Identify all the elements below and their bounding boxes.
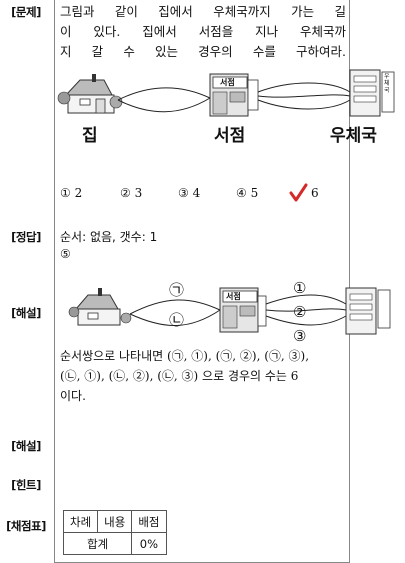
post-office-illustration-2 — [345, 287, 391, 335]
bookstore-sign: 서점 — [220, 78, 235, 87]
check-icon — [289, 183, 308, 202]
scoring-label: [채점표] — [6, 519, 46, 533]
bookstore-illustration — [209, 73, 259, 117]
explanation-text: 순서쌍으로 나타내면 (㉠, ①), (㉠, ②), (㉠, ③), (㉡, ①… — [60, 346, 346, 406]
hint-label: [힌트] — [11, 478, 41, 492]
home-caption: 집 — [82, 126, 98, 146]
post-office-sign: 우체국 — [384, 73, 390, 94]
path-label-1: ① — [293, 279, 307, 297]
path-label-3: ③ — [293, 327, 307, 345]
explanation-line-1: 순서쌍으로 나타내면 (㉠, ①), (㉠, ②), (㉠, ③), — [60, 349, 310, 363]
post-office-caption: 우체국 — [330, 126, 377, 146]
answer-label: [정답] — [11, 230, 41, 244]
question-line-1: 그림과 같이 집에서 우체국까지 가는 길 — [60, 4, 346, 19]
scoring-table: 차례 내용 배점 합계 0% — [62, 510, 167, 555]
total-value: 0% — [131, 532, 167, 555]
post-office-illustration — [349, 69, 395, 117]
choice-2[interactable]: ② 3 — [120, 186, 143, 200]
explanation-label: [해설] — [11, 306, 41, 320]
choice-4[interactable]: ④ 5 — [236, 186, 259, 200]
table-row: 합계 0% — [62, 532, 167, 555]
question-line-2: 이 있다. 집에서 서점을 지나 우체국까 — [60, 24, 346, 39]
bookstore-illustration-2 — [219, 287, 267, 333]
header-order: 차례 — [62, 510, 99, 533]
header-points: 배점 — [131, 510, 167, 533]
house-illustration-2 — [68, 288, 132, 326]
bookstore-sign-2: 서점 — [226, 292, 241, 301]
bookstore-caption: 서점 — [214, 126, 246, 146]
explanation-label-2: [해설] — [11, 439, 41, 453]
house-illustration — [57, 74, 123, 114]
explanation-line-2: (㉡, ①), (㉡, ②), (㉡, ③) 으로 경우의 수는 6 — [60, 369, 299, 383]
choice-1[interactable]: ① 2 — [60, 186, 83, 200]
answer-line-1: 순서: 없음, 갯수: 1 — [60, 230, 158, 244]
table-row: 차례 내용 배점 — [62, 510, 167, 533]
answer-line-2: ⑤ — [60, 247, 71, 261]
question-text: 그림과 같이 집에서 우체국까지 가는 길 이 있다. 집에서 서점을 지나 우… — [60, 2, 346, 62]
question-line-3: 지 갈 수 있는 경우의 수를 구하여라. — [60, 44, 346, 59]
choice-3[interactable]: ③ 4 — [178, 186, 201, 200]
path-label-2: ② — [293, 303, 307, 321]
explanation-line-3: 이다. — [60, 389, 86, 403]
header-content: 내용 — [97, 510, 133, 533]
question-label: [문제] — [11, 5, 41, 19]
path-label-a: ㉠ — [169, 281, 185, 299]
total-label: 합계 — [62, 532, 133, 555]
path-label-b: ㉡ — [169, 311, 185, 329]
choice-5[interactable]: 6 — [311, 186, 319, 200]
